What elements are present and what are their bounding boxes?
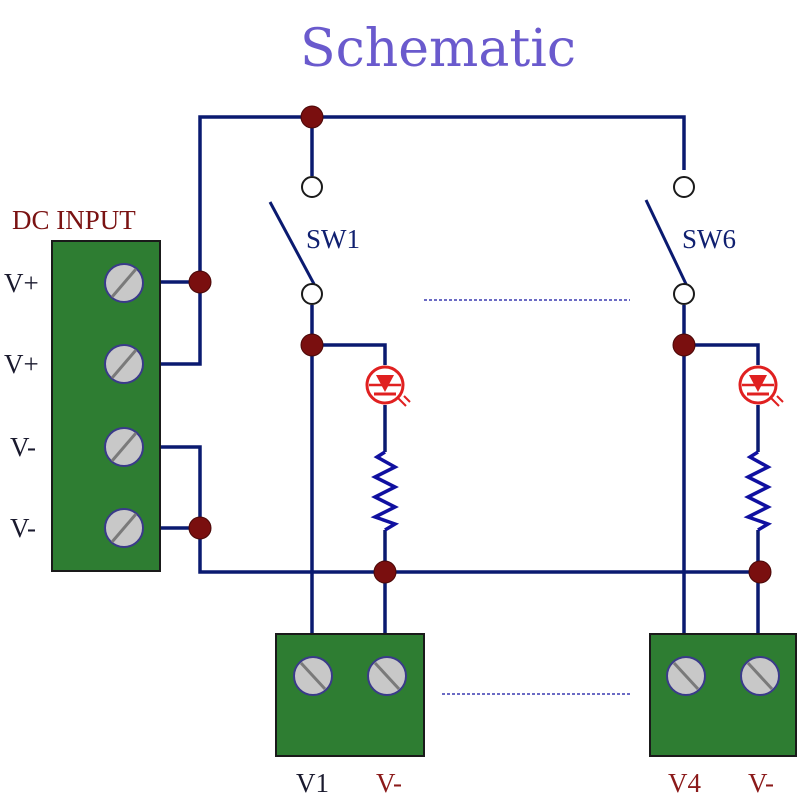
screw-slot	[299, 661, 327, 691]
led6-feed-wire	[684, 343, 760, 365]
junction-nodes	[188, 105, 772, 584]
dc-input-label: DC INPUT	[12, 205, 136, 235]
output4-negative-label: V-	[748, 768, 774, 798]
output4-positive-label: V4	[668, 768, 701, 798]
output1-terminal-block	[275, 633, 425, 757]
sw1-top-contact	[301, 176, 323, 198]
resistor6-icon	[743, 450, 773, 532]
junction-node	[373, 560, 397, 584]
output1-positive-label: V1	[296, 768, 329, 798]
vplus2-wire	[145, 282, 202, 366]
sw1-label: SW1	[306, 224, 360, 254]
screw-slot	[110, 349, 138, 379]
screw-slot	[672, 661, 700, 691]
wires	[145, 115, 760, 635]
sw6-lever	[644, 199, 688, 285]
sw1-bottom-contact	[301, 283, 323, 305]
terminal-label-vminus-1: V-	[10, 432, 36, 462]
junction-node	[300, 333, 324, 357]
screw-slot	[373, 661, 401, 691]
led1-feed-wire	[312, 343, 387, 365]
led1-icon	[365, 365, 411, 407]
dc-input-screws	[104, 263, 144, 548]
dc-input-terminal-block	[51, 240, 161, 572]
output1-negative-label: V-	[376, 768, 402, 798]
sw6-bottom-contact	[673, 283, 695, 305]
top-bus-wire	[198, 115, 686, 282]
junction-node	[748, 560, 772, 584]
sw6-label: SW6	[682, 224, 736, 254]
junction-node	[672, 333, 696, 357]
screw-slot	[746, 661, 774, 691]
screw-slot	[110, 268, 138, 298]
junction-node	[188, 516, 212, 540]
terminal-label-vminus-2: V-	[10, 513, 36, 543]
led6-icon	[738, 365, 784, 407]
terminal-label-vplus-1: V+	[4, 268, 39, 298]
sw6-top-contact	[673, 176, 695, 198]
junction-node	[188, 270, 212, 294]
junction-node	[300, 105, 324, 129]
screw-slot	[110, 432, 138, 462]
output4-terminal-block	[649, 633, 797, 757]
sw1-lever	[268, 201, 316, 285]
ground-bus-wire	[145, 445, 760, 574]
screw-slot	[110, 513, 138, 543]
resistor1-icon	[370, 450, 400, 532]
terminal-label-vplus-2: V+	[4, 349, 39, 379]
page-title: Schematic	[300, 19, 576, 79]
